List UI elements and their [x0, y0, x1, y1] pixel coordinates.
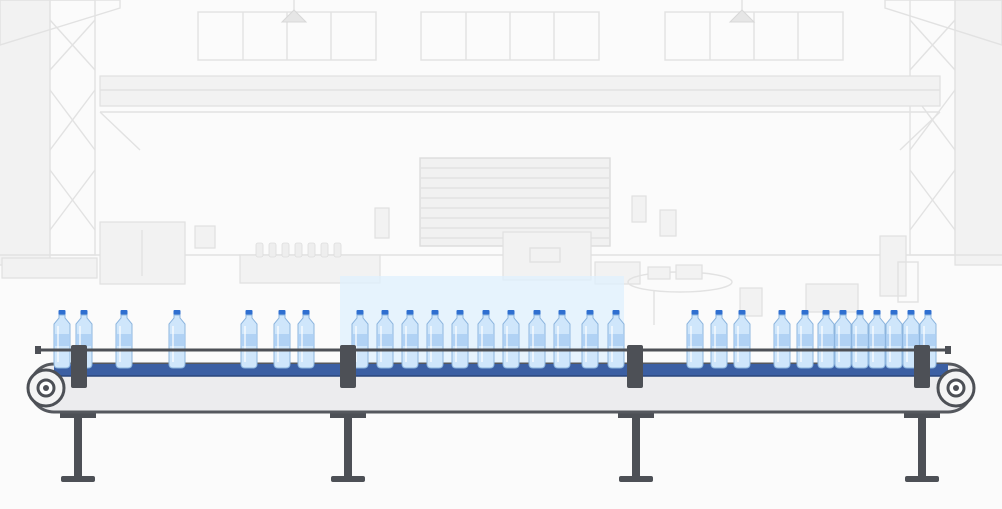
bottle: [885, 310, 903, 369]
guide-post: [340, 345, 356, 388]
bottle: [168, 310, 186, 369]
guide-posts: [71, 345, 930, 388]
bottle: [401, 310, 419, 369]
bottle: [273, 310, 291, 369]
belt-body: [28, 362, 974, 414]
bottle: [607, 310, 625, 369]
belt-surface: [54, 364, 948, 376]
bottle: [851, 310, 869, 369]
bottle: [53, 310, 71, 369]
bottle: [834, 310, 852, 369]
bg-bottle: [307, 242, 316, 258]
bottle: [240, 310, 258, 369]
bottle: [376, 310, 394, 369]
bottle-row: [53, 310, 937, 369]
bg-bottle: [333, 242, 342, 258]
bottle: [733, 310, 751, 369]
bottle: [773, 310, 791, 369]
end-roller: [936, 368, 976, 408]
guide-rail: [35, 346, 951, 354]
conveyor-leg: [618, 410, 654, 482]
bottle: [528, 310, 546, 369]
bottle: [581, 310, 599, 369]
bottle: [710, 310, 728, 369]
bg-bottle: [320, 242, 329, 258]
guide-post: [71, 345, 87, 388]
end-roller: [26, 368, 66, 408]
bottle: [868, 310, 886, 369]
conveyor-leg: [60, 410, 96, 482]
bg-bottle: [281, 242, 290, 258]
crane-beam: [99, 75, 941, 151]
conveyor-leg: [330, 410, 366, 482]
right-wall-frame: [884, 0, 1002, 266]
bottle: [553, 310, 571, 369]
rolling-door: [419, 157, 611, 247]
guide-post: [914, 345, 930, 388]
bottle: [502, 310, 520, 369]
bg-bottle: [255, 242, 264, 258]
end-rollers: [26, 368, 976, 408]
bottle: [297, 310, 315, 369]
bg-bottle: [268, 242, 277, 258]
bottle: [686, 310, 704, 369]
hanging-lamps: [280, 0, 756, 23]
bottle: [477, 310, 495, 369]
conveyor-leg: [904, 410, 940, 482]
bottle: [115, 310, 133, 369]
bottle: [426, 310, 444, 369]
bottle: [817, 310, 835, 369]
guide-post: [627, 345, 643, 388]
conveyor-legs: [60, 410, 940, 482]
background-bottles: [255, 242, 342, 258]
bg-bottle: [294, 242, 303, 258]
background-machines: [1, 195, 919, 325]
bottle: [796, 310, 814, 369]
bottle: [451, 310, 469, 369]
